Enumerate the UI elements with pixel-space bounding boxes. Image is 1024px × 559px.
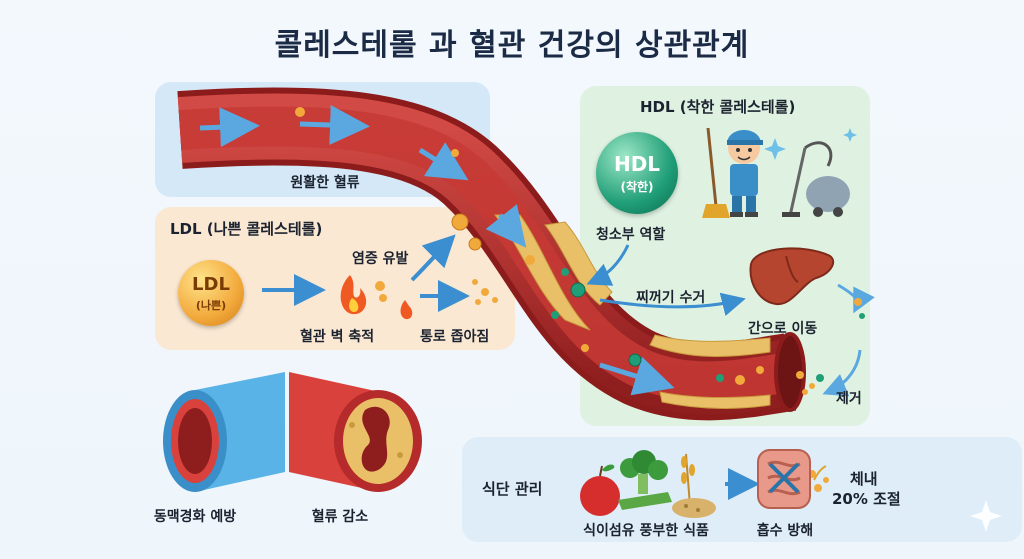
blood-flow-decrease-label: 혈류 감소: [311, 509, 369, 525]
fiber-food-illustration: [580, 450, 716, 518]
sparkle-icon: [970, 500, 1002, 532]
fire-icon: [340, 275, 413, 320]
absorption-block-label: 흡수 방해: [756, 523, 814, 539]
intestine-icon: [757, 449, 811, 509]
hdl-badge-label: HDL: [613, 152, 661, 176]
liver-icon: [749, 247, 835, 306]
ldl-badge-label: LDL: [192, 274, 230, 295]
flow-arrow: [199, 107, 260, 148]
page-title: 콜레스테롤 과 혈관 건강의 상관관계: [274, 28, 750, 63]
scavenger-role-label: 청소부 역할: [596, 227, 666, 243]
apple-icon: [580, 464, 620, 516]
narrowing-label: 통로 좁아짐: [420, 329, 490, 345]
flow-arrow: [599, 357, 675, 396]
cleaning-illustration: [702, 127, 857, 218]
broccoli-icon: [618, 450, 672, 510]
hdl-badge-sub: (착한): [620, 180, 654, 194]
plaque-deposit: [659, 391, 771, 409]
diet-heading: 식단 관리: [482, 480, 543, 498]
regulation-line2: 20% 조절: [832, 490, 901, 508]
healthy-vessel-cross-section: [163, 372, 285, 492]
flow-arrow: [418, 142, 469, 181]
to-liver-label: 간으로 이동: [748, 321, 818, 337]
vacuum-icon: [782, 141, 850, 217]
hdl-heading: HDL (착한 콜레스테롤): [640, 98, 796, 116]
ldl-badge-sub: (나쁜): [195, 299, 227, 312]
janitor-icon: [727, 130, 763, 217]
blood-flow-label: 원활한 혈류: [290, 175, 360, 191]
wall-buildup-label: 혈관 벽 축적: [300, 329, 375, 345]
debris-collect-label: 찌꺼기 수거: [636, 290, 706, 306]
ldl-heading: LDL (나쁜 콜레스테롤): [170, 220, 323, 238]
wheat-icon: [672, 453, 716, 518]
plaque-deposit: [649, 334, 771, 357]
ldl-badge: LDL (나쁜): [178, 260, 244, 326]
fiber-food-label: 식이섬유 풍부한 식품: [583, 523, 709, 539]
inflammation-label: 염증 유발: [352, 251, 409, 267]
atherosclerosis-prevention-label: 동맥경화 예방: [153, 509, 237, 525]
flow-arrow: [485, 204, 527, 248]
artery-opening: [774, 332, 806, 412]
broom-icon: [702, 127, 730, 218]
removal-label: 제거: [836, 391, 862, 407]
blocked-vessel-cross-section: [289, 372, 422, 492]
regulation-line1: 체내: [850, 470, 878, 488]
hdl-badge: HDL (착한): [596, 132, 678, 214]
flow-arrow: [299, 105, 370, 145]
sparkle-icon: [764, 128, 857, 160]
